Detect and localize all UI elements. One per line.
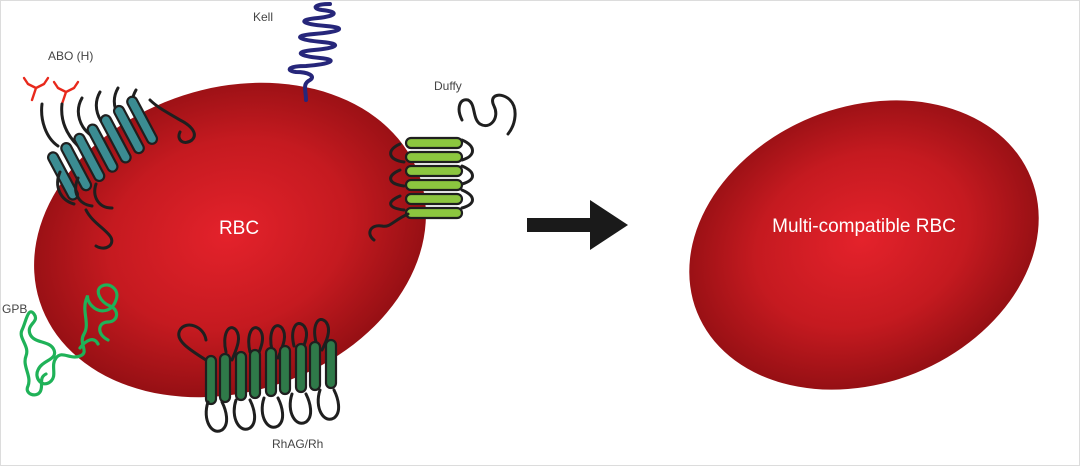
rbc-left-body [34, 82, 426, 398]
rbc-right-body [689, 100, 1039, 390]
rhag-rh-antigen: RhAG/Rh [177, 318, 341, 451]
gpb-antigen: GPB [2, 283, 119, 397]
duffy-antigen: Duffy [368, 79, 517, 242]
gpb-chain-icon [19, 283, 119, 397]
rbc-label: RBC [219, 218, 259, 239]
kell-chain-icon [287, 2, 342, 102]
rbc-left: RBC [34, 82, 426, 398]
rhag-label: RhAG/Rh [272, 437, 323, 451]
abo-label: ABO (H) [48, 49, 93, 63]
gpb-label: GPB [2, 302, 27, 316]
kell-label: Kell [253, 10, 273, 24]
abo-antigen: ABO (H) [22, 49, 196, 250]
kell-antigen: Kell [253, 2, 342, 102]
right-arrow-icon [527, 200, 628, 250]
abo-glycan-icon [22, 76, 80, 106]
multi-compatible-label: Multi-compatible RBC [772, 216, 956, 237]
duffy-label: Duffy [434, 79, 462, 93]
rbc-right: Multi-compatible RBC [689, 100, 1039, 390]
